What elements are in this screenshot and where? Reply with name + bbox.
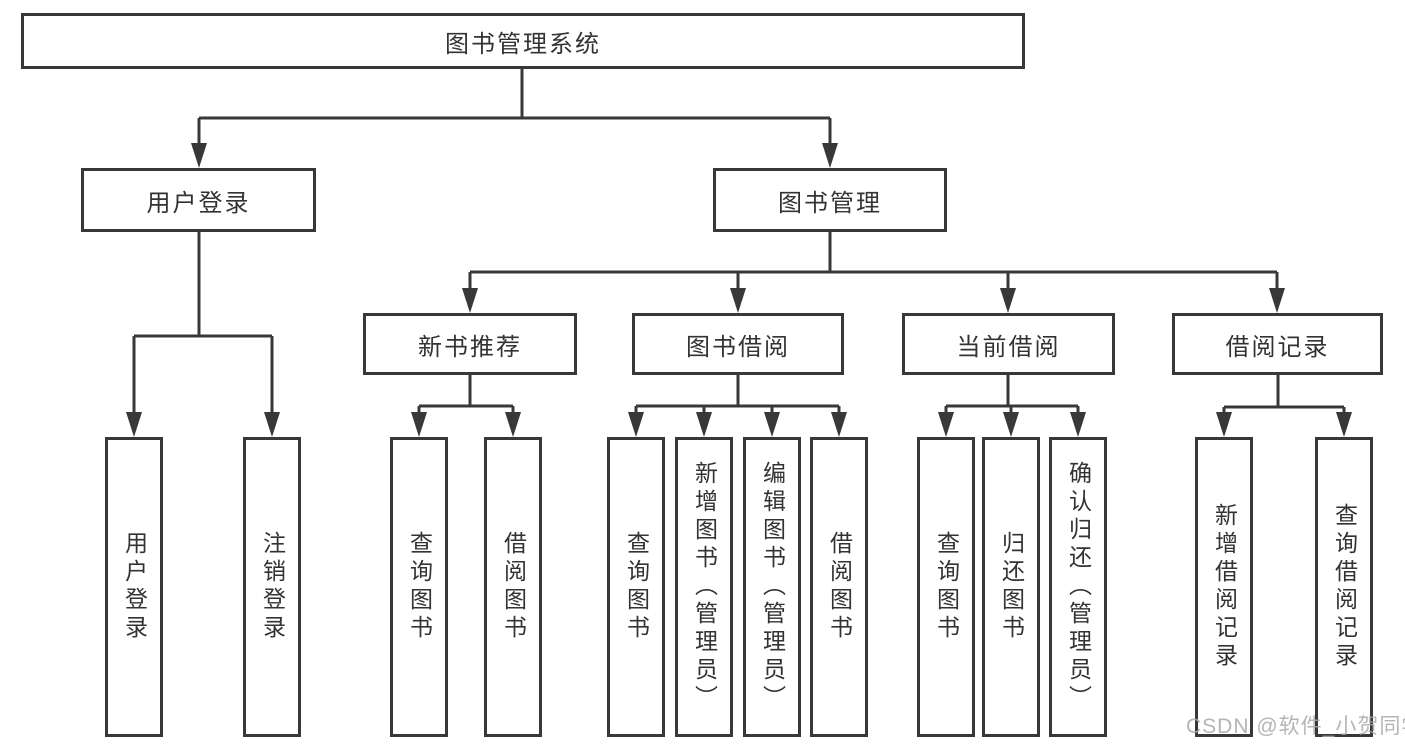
node-label: 当前借阅 <box>956 333 1061 361</box>
node-label: 借阅图书 <box>826 531 853 643</box>
leaf-query-books-current: 查询图书 <box>917 437 975 737</box>
leaf-add-borrow-record: 新增借阅记录 <box>1195 437 1253 737</box>
node-book-borrowing: 图书借阅 <box>632 313 844 375</box>
node-borrowing-records: 借阅记录 <box>1172 313 1383 375</box>
node-label: 借阅图书 <box>500 531 527 643</box>
node-label: 用户登录 <box>121 531 148 643</box>
arrowheads <box>126 143 1352 437</box>
node-current-borrowing: 当前借阅 <box>902 313 1115 375</box>
node-label: 图书管理系统 <box>445 30 601 58</box>
leaf-borrow-books: 借阅图书 <box>810 437 868 737</box>
node-book-management: 图书管理 <box>713 168 947 232</box>
node-label: 归还图书 <box>998 531 1025 643</box>
leaf-return-books: 归还图书 <box>982 437 1040 737</box>
node-label: 编辑图书（管理员） <box>759 461 786 713</box>
leaf-query-books-borrow: 查询图书 <box>607 437 665 737</box>
node-label: 新增借阅记录 <box>1211 503 1238 671</box>
node-label: 查询图书 <box>406 531 433 643</box>
node-label: 查询图书 <box>933 531 960 643</box>
node-label: 新书推荐 <box>418 333 522 361</box>
node-label: 注销登录 <box>259 531 286 643</box>
csdn-watermark: CSDN @软件_小贺同学 <box>1186 715 1405 738</box>
node-new-book-recommendation: 新书推荐 <box>363 313 577 375</box>
node-label: 借阅记录 <box>1225 333 1330 361</box>
leaf-logout-login: 注销登录 <box>243 437 301 737</box>
leaf-confirm-return-admin: 确认归还（管理员） <box>1049 437 1107 737</box>
leaf-user-login: 用户登录 <box>105 437 163 737</box>
node-label: 图书管理 <box>778 189 882 217</box>
node-label: 图书借阅 <box>686 333 790 361</box>
leaf-borrow-books-recommend: 借阅图书 <box>484 437 542 737</box>
node-label: 查询借阅记录 <box>1331 503 1358 671</box>
leaf-query-borrow-record: 查询借阅记录 <box>1315 437 1373 737</box>
node-label: 确认归还（管理员） <box>1065 461 1092 713</box>
leaf-add-books-admin: 新增图书（管理员） <box>675 437 733 737</box>
node-label: 查询图书 <box>623 531 650 643</box>
node-label: 新增图书（管理员） <box>691 461 718 713</box>
node-user-login: 用户登录 <box>81 168 316 232</box>
leaf-edit-books-admin: 编辑图书（管理员） <box>743 437 801 737</box>
node-library-management-system: 图书管理系统 <box>21 13 1025 69</box>
leaf-query-books-recommend: 查询图书 <box>390 437 448 737</box>
node-label: 用户登录 <box>146 189 251 217</box>
